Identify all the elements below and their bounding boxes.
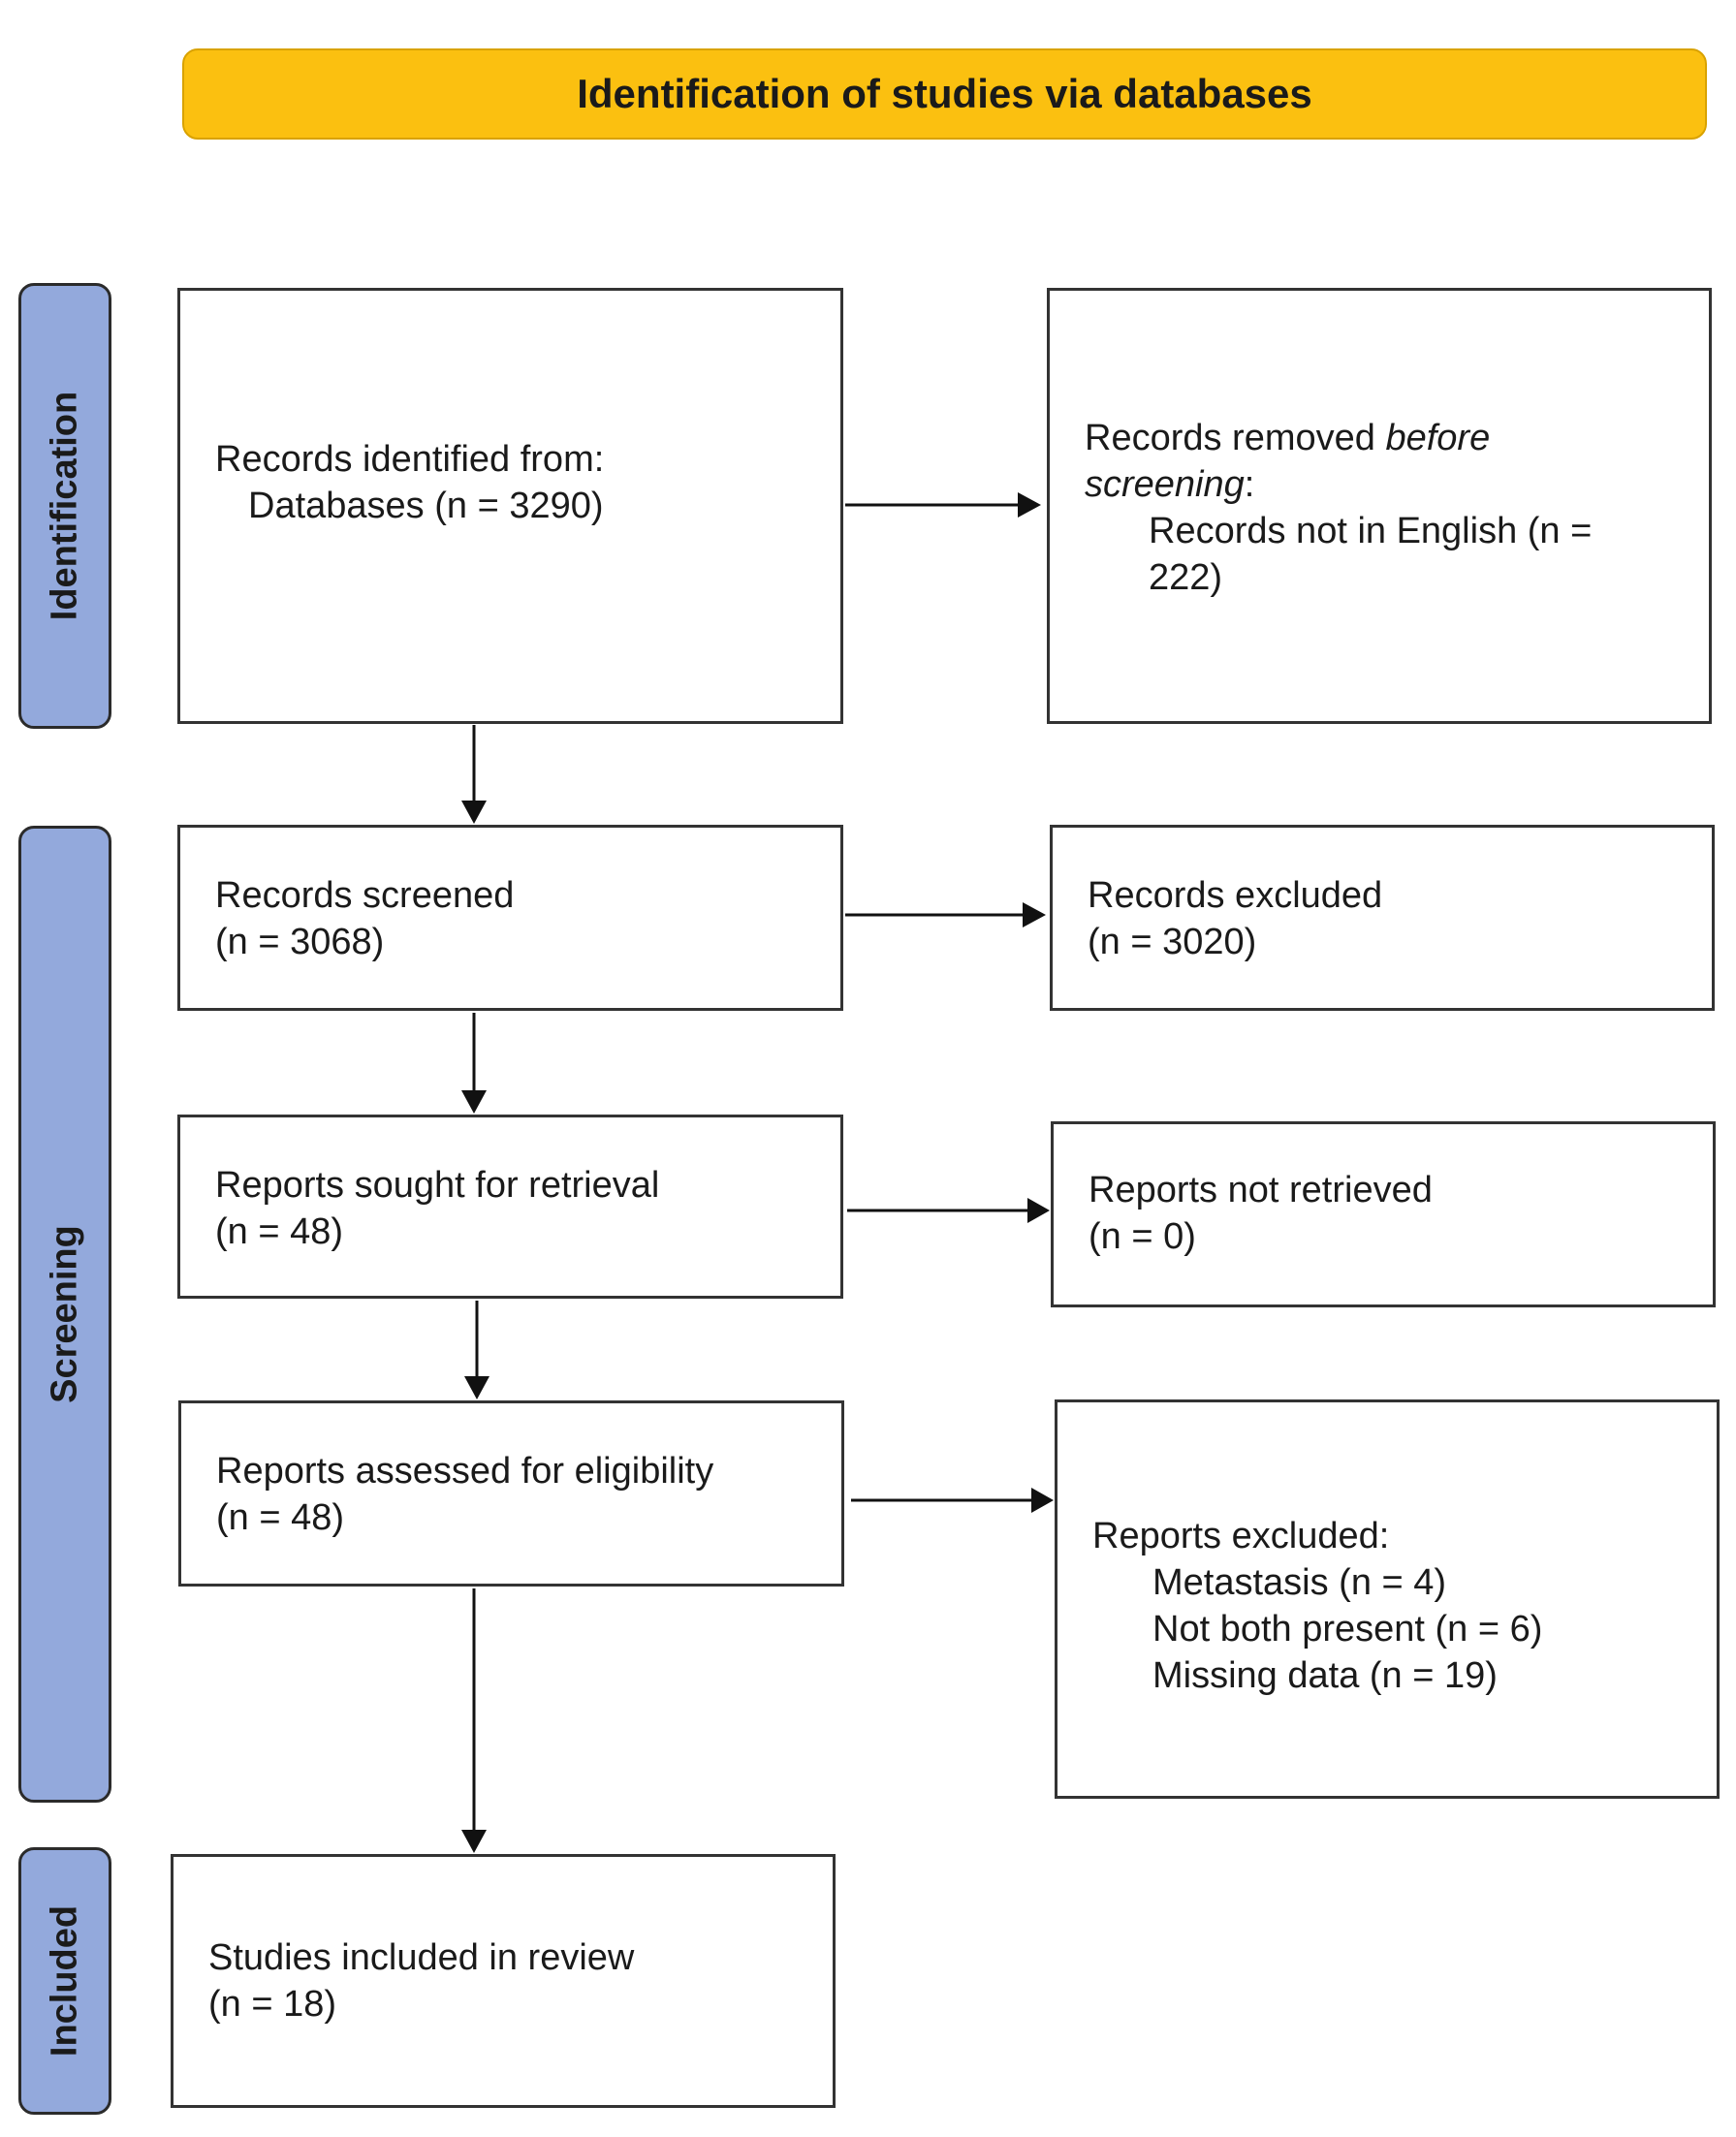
records-removed-heading-cont: screening: (1085, 464, 1255, 505)
excluded-metastasis: Metastasis (n = 4) (1152, 1562, 1447, 1603)
excluded-missing-data: Missing data (n = 19) (1152, 1655, 1498, 1696)
records-screened-count: (n = 3068) (215, 922, 385, 962)
records-removed-box: Records removed before screening: Record… (1047, 288, 1712, 724)
reports-assessed-label: Reports assessed for eligibility (216, 1451, 714, 1492)
records-excluded-label: Records excluded (1088, 875, 1383, 916)
records-identified-databases: Databases (n = 3290) (248, 486, 604, 526)
excluded-not-both-present: Not both present (n = 6) (1152, 1609, 1543, 1650)
phase-screening: Screening (18, 826, 111, 1803)
reports-assessed-count: (n = 48) (216, 1497, 345, 1538)
banner-title: Identification of studies via databases (577, 71, 1312, 116)
reports-sought-box: Reports sought for retrieval (n = 48) (177, 1115, 843, 1299)
records-not-english-count: 222) (1149, 557, 1223, 598)
records-screened-box: Records screened (n = 3068) (177, 825, 843, 1011)
phase-included: Included (18, 1847, 111, 2115)
studies-included-label: Studies included in review (208, 1937, 635, 1978)
records-identified-heading: Records identified from: (215, 439, 605, 480)
phase-identification: Identification (18, 283, 111, 729)
studies-included-box: Studies included in review (n = 18) (171, 1854, 836, 2108)
reports-assessed-box: Reports assessed for eligibility (n = 48… (178, 1400, 844, 1587)
reports-excluded-box: Reports excluded: Metastasis (n = 4) Not… (1055, 1399, 1720, 1799)
records-not-english: Records not in English (n = (1149, 511, 1593, 551)
records-screened-label: Records screened (215, 875, 515, 916)
reports-sought-label: Reports sought for retrieval (215, 1165, 660, 1206)
studies-included-count: (n = 18) (208, 1984, 337, 2025)
reports-sought-count: (n = 48) (215, 1211, 344, 1252)
reports-not-retrieved-box: Reports not retrieved (n = 0) (1051, 1121, 1716, 1307)
records-identified-box: Records identified from: Databases (n = … (177, 288, 843, 724)
records-excluded-box: Records excluded (n = 3020) (1050, 825, 1715, 1011)
reports-excluded-heading: Reports excluded: (1092, 1516, 1390, 1556)
records-removed-heading: Records removed before (1085, 418, 1491, 458)
reports-not-retrieved-label: Reports not retrieved (1089, 1170, 1433, 1210)
records-excluded-count: (n = 3020) (1088, 922, 1257, 962)
reports-not-retrieved-count: (n = 0) (1089, 1216, 1196, 1257)
identification-banner: Identification of studies via databases (182, 48, 1707, 140)
